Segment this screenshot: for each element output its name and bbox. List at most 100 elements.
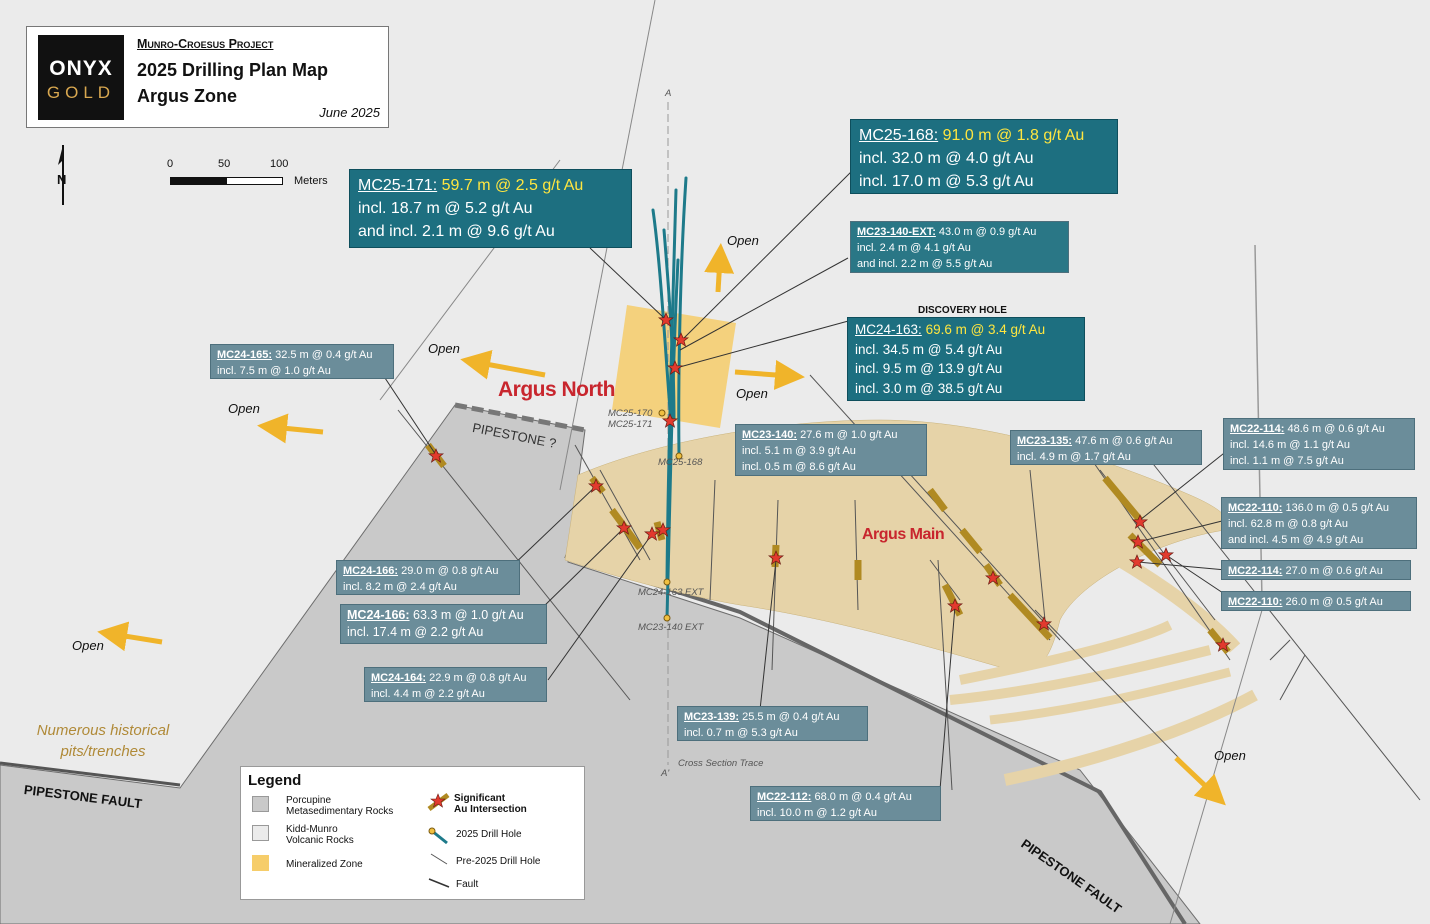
callout-hole-id: MC22-114: xyxy=(1228,565,1283,577)
hole-tag-mc25-171: MC25-171 xyxy=(608,419,653,430)
legend-kidd-line2: Volcanic Rocks xyxy=(286,835,354,846)
mineralized-lens-2 xyxy=(949,645,1212,705)
callout-sub-interval: incl. 4.9 m @ 1.7 g/t Au xyxy=(1017,451,1131,463)
hole-tag-mc23-140-ext: MC23-140 EXT xyxy=(638,622,704,633)
fault-line-se xyxy=(1169,599,1266,924)
callout-mc22-114-b: MC22-114: 27.0 m @ 0.6 g/t Au xyxy=(1221,560,1411,580)
callout-mc24-164: MC24-164: 22.9 m @ 0.8 g/t Au incl. 4.4 … xyxy=(364,667,547,702)
callout-sub-interval: incl. 32.0 m @ 4.0 g/t Au xyxy=(859,150,1034,167)
legend-swatch-kidd-munro xyxy=(252,825,269,841)
callout-hole-id: MC24-166: xyxy=(347,608,410,622)
callout-main-interval: 91.0 m @ 1.8 g/t Au xyxy=(942,127,1085,144)
scale-segment-black xyxy=(170,177,227,185)
map-date: June 2025 xyxy=(319,105,380,120)
callout-sub-interval: incl. 4.4 m @ 2.2 g/t Au xyxy=(371,688,485,700)
callout-mc24-165: MC24-165: 32.5 m @ 0.4 g/t Au incl. 7.5 … xyxy=(210,344,394,379)
callout-main-interval: 27.6 m @ 1.0 g/t Au xyxy=(800,429,898,441)
mineralized-lens-3 xyxy=(989,667,1232,725)
callout-sub-interval: incl. 2.4 m @ 4.1 g/t Au xyxy=(857,242,971,254)
legend-kidd-line1: Kidd-Munro xyxy=(286,824,338,835)
callout-hole-id: MC22-110: xyxy=(1228,596,1283,608)
callout-hole-id: MC24-164: xyxy=(371,672,427,684)
scale-tick-100: 100 xyxy=(270,158,289,170)
map-legend: Legend Porcupine Metasedimentary Rocks K… xyxy=(240,766,585,900)
section-label-a: A xyxy=(665,88,672,99)
significant-intercept-stars xyxy=(428,312,1231,652)
callout-sub-interval: and incl. 4.5 m @ 4.9 g/t Au xyxy=(1228,534,1364,546)
callout-hole-id: MC23-139: xyxy=(684,711,740,723)
legend-porcupine-line2: Metasedimentary Rocks xyxy=(286,806,394,817)
legend-swatch-mineralized xyxy=(252,855,269,871)
legend-significant-line2: Au Intersection xyxy=(454,804,527,815)
legend-fault-icon xyxy=(428,878,450,888)
logo-line2: GOLD xyxy=(46,83,116,102)
callout-sub-interval: incl. 1.1 m @ 7.5 g/t Au xyxy=(1230,455,1344,467)
mineralized-lens-5 xyxy=(1116,553,1241,653)
callout-main-interval: 22.9 m @ 0.8 g/t Au xyxy=(429,672,527,684)
legend-porcupine-line1: Porcupine xyxy=(286,795,332,806)
hole-tag-mc25-168: MC25-168 xyxy=(658,457,703,468)
callout-mc23-140-ext: MC23-140-EXT: 43.0 m @ 0.9 g/t Au incl. … xyxy=(850,221,1069,273)
callout-hole-id: MC22-112: xyxy=(757,791,812,803)
callout-sub-interval: incl. 5.1 m @ 3.9 g/t Au xyxy=(742,445,856,457)
callout-main-interval: 63.3 m @ 1.0 g/t Au xyxy=(413,608,524,622)
callout-main-interval: 43.0 m @ 0.9 g/t Au xyxy=(938,226,1037,238)
callout-mc24-166-b: MC24-166: 63.3 m @ 1.0 g/t Au incl. 17.4… xyxy=(340,604,547,644)
legend-mineralized: Mineralized Zone xyxy=(286,859,363,870)
north-label: N xyxy=(57,172,67,187)
callout-hole-id: MC24-165: xyxy=(217,349,273,361)
callout-sub-interval: incl. 62.8 m @ 0.8 g/t Au xyxy=(1228,518,1349,530)
callout-mc23-139: MC23-139: 25.5 m @ 0.4 g/t Au incl. 0.7 … xyxy=(677,706,868,741)
map-title: 2025 Drilling Plan Map xyxy=(137,60,329,80)
legend-drill-2025-icon xyxy=(428,827,448,845)
callout-hole-id: MC24-166: xyxy=(343,565,399,577)
callout-sub-interval: incl. 9.5 m @ 13.9 g/t Au xyxy=(855,361,1003,376)
callout-sub-interval: incl. 8.2 m @ 2.4 g/t Au xyxy=(343,581,457,593)
callout-sub-interval: incl. 3.0 m @ 38.5 g/t Au xyxy=(855,380,1003,396)
open-label-north: Open xyxy=(727,233,759,248)
legend-drill-pre2025-icon xyxy=(430,853,448,865)
legend-swatch-porcupine xyxy=(252,796,269,812)
callout-main-interval: 29.0 m @ 0.8 g/t Au xyxy=(401,565,499,577)
callout-hole-id: MC25-171: xyxy=(358,177,438,194)
callout-hole-id: MC24-163: xyxy=(855,322,922,337)
cross-section-trace-label: Cross Section Trace xyxy=(678,758,764,769)
callout-sub-interval: incl. 34.5 m @ 5.4 g/t Au xyxy=(855,341,1003,357)
mineralized-lens-4 xyxy=(1003,689,1258,786)
callout-hole-id: MC25-168: xyxy=(859,127,939,144)
callout-mc24-166-a: MC24-166: 29.0 m @ 0.8 g/t Au incl. 8.2 … xyxy=(336,560,520,595)
callout-sub-interval: incl. 7.5 m @ 1.0 g/t Au xyxy=(217,365,331,377)
legend-fault: Fault xyxy=(456,879,479,890)
callout-hole-id: MC23-140: xyxy=(742,429,798,441)
callout-main-interval: 26.0 m @ 0.5 g/t Au xyxy=(1285,596,1383,608)
callout-sub-interval: incl. 0.5 m @ 8.6 g/t Au xyxy=(742,461,856,473)
callout-sub-interval: incl. 18.7 m @ 5.2 g/t Au xyxy=(358,200,533,217)
callout-hole-id: MC23-135: xyxy=(1017,435,1073,447)
pipestone-fault-inferred xyxy=(454,402,586,433)
callout-main-interval: 59.7 m @ 2.5 g/t Au xyxy=(441,177,584,194)
hole-tag-mc25-170: MC25-170 xyxy=(608,408,653,419)
callout-sub-interval: incl. 0.7 m @ 5.3 g/t Au xyxy=(684,727,798,739)
scale-segment-white xyxy=(226,177,283,185)
logo-line1: ONYX xyxy=(49,57,113,80)
north-arrow-icon xyxy=(58,145,64,205)
map-subtitle: Argus Zone xyxy=(137,86,238,106)
open-label-west: Open xyxy=(228,401,260,416)
callout-hole-id: MC23-140-EXT: xyxy=(857,226,936,238)
zone-label-argus-main: Argus Main xyxy=(862,526,945,543)
callout-sub-interval: and incl. 2.2 m @ 5.5 g/t Au xyxy=(857,258,993,270)
callout-main-interval: 68.0 m @ 0.4 g/t Au xyxy=(814,791,912,803)
open-label-northwest: Open xyxy=(428,341,460,356)
scale-bar: 0 50 100 Meters xyxy=(160,158,340,198)
callout-main-interval: 27.0 m @ 0.6 g/t Au xyxy=(1285,565,1383,577)
legend-title: Legend xyxy=(248,772,302,789)
section-label-a-prime: A' xyxy=(661,768,670,779)
callout-mc22-112: MC22-112: 68.0 m @ 0.4 g/t Au incl. 10.0… xyxy=(750,786,941,821)
hole-tag-mc24-163-ext: MC24-163 EXT xyxy=(638,587,704,598)
callout-mc23-140: MC23-140: 27.6 m @ 1.0 g/t Au incl. 5.1 … xyxy=(735,424,927,476)
legend-significant-line1: Significant xyxy=(454,793,506,804)
callout-main-interval: 69.6 m @ 3.4 g/t Au xyxy=(925,322,1046,337)
onyx-gold-logo: ONYX GOLD xyxy=(38,35,124,120)
